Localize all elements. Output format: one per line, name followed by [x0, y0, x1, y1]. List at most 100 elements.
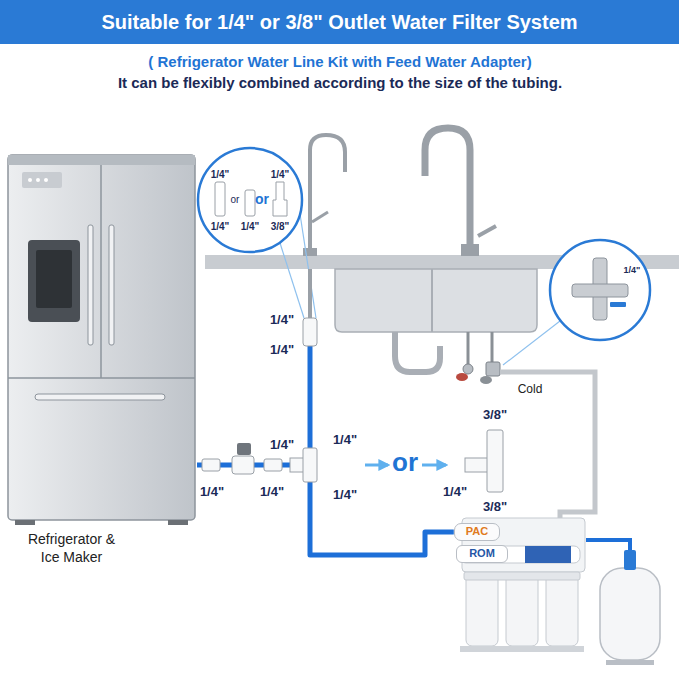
choice-arrow [422, 464, 446, 467]
reducing-fitting [273, 182, 287, 216]
refrigerator-node: Refrigerator & Ice Maker [5, 150, 197, 570]
dispenser-recess [36, 250, 72, 308]
or-word: or [255, 192, 269, 207]
leader-line [503, 321, 560, 365]
tee-fitting [290, 448, 317, 482]
kitchen-faucet [425, 128, 470, 256]
supply-hose [467, 332, 470, 364]
cartridge-label: PAC [466, 525, 488, 538]
tee-body [487, 430, 503, 492]
inset-circle [198, 148, 302, 252]
valve-handle [237, 443, 251, 455]
size-label: 3/8" [483, 408, 507, 422]
ball-valve-handle [610, 302, 626, 307]
filter-canister [466, 574, 498, 646]
size-label: 1/4" [211, 169, 230, 180]
reducing-tee [465, 430, 503, 492]
faucet-lever [312, 212, 328, 222]
supply-hose [491, 332, 494, 362]
size-label: 1/4" [271, 169, 290, 180]
tank-body [600, 568, 660, 660]
kitchen-faucet-handle [478, 226, 496, 236]
choice-arrow [365, 464, 388, 467]
ro-base [460, 646, 584, 652]
size-label: 1/4" [260, 485, 284, 499]
refrigerator [8, 155, 195, 525]
dispenser [28, 240, 80, 322]
sink-basin [335, 269, 537, 332]
canister-caps [464, 572, 580, 580]
door-handle [88, 225, 93, 345]
water-tube [197, 465, 454, 555]
drawer-split [8, 377, 195, 379]
size-label: 3/8" [483, 500, 507, 514]
size-label: 1/4" [443, 485, 467, 499]
fridge-foot [168, 520, 188, 525]
valve-handle [480, 376, 492, 384]
inset-circle [550, 240, 650, 340]
membrane-housing: ROM [456, 545, 508, 562]
size-label: 1/4" [211, 221, 230, 232]
size-label: 1/4" [270, 313, 294, 327]
size-label: 1/4" [270, 343, 294, 357]
size-label: 1/4" [270, 438, 294, 452]
faucet-shank [308, 269, 312, 318]
angle-valve [463, 364, 473, 374]
title-banner [0, 0, 679, 44]
filter-cartridge: PAC [454, 523, 500, 540]
panel-light [44, 178, 48, 182]
shutoff-valve [232, 456, 254, 474]
size-label: 1/4" [333, 488, 357, 502]
size-label: 1/4" [241, 221, 260, 232]
valve-label: Cold [518, 383, 543, 396]
subtitle: ( Refrigerator Water Line Kit with Feed … [148, 54, 531, 71]
blue-tube [308, 346, 313, 460]
control-panel [22, 172, 62, 188]
size-label: 1/4" [200, 485, 224, 499]
kitchen-faucet-base [461, 244, 479, 256]
subtitle: It can be flexibly combined according to… [118, 75, 562, 92]
fridge-foot [15, 520, 35, 525]
leader-line [300, 214, 316, 318]
or-word: or [392, 448, 418, 477]
tank-valve [624, 550, 636, 570]
faucet-tubing [303, 269, 317, 460]
leader-line [280, 243, 304, 318]
drain-trap [395, 332, 440, 372]
cartridge-label: ROM [469, 547, 495, 560]
panel-light [36, 178, 40, 182]
appliance-caption: Refrigerator & Ice Maker [19, 531, 124, 566]
door-split [100, 165, 102, 378]
refrigerator-body [8, 155, 195, 520]
housing-band [525, 546, 571, 563]
straight-fitting [245, 190, 255, 216]
faucet-inset [198, 148, 316, 318]
ro-faucet [310, 135, 345, 256]
adapter-inset [503, 240, 650, 365]
straight-fitting [215, 182, 225, 216]
feed-adapter [486, 362, 500, 376]
title-text: Suitable for 1/4" or 3/8" Outlet Water F… [0, 0, 679, 44]
union-fitting [202, 459, 220, 471]
size-label: 3/8" [271, 221, 290, 232]
adapter-port [572, 284, 628, 297]
tee-body [303, 448, 317, 482]
union-fitting [264, 459, 282, 471]
drawer-handle [35, 394, 165, 400]
or-word: or [231, 194, 240, 205]
basin-divider [431, 269, 433, 332]
tank-tube [586, 540, 630, 550]
feed-line [500, 372, 595, 520]
faucet-connector [303, 318, 317, 346]
filter-canister [506, 574, 538, 646]
refrigerator-top [8, 155, 195, 165]
size-label: 1/4" [624, 266, 641, 276]
connector-group [197, 465, 454, 555]
panel-light [28, 178, 32, 182]
size-label: 1/4" [333, 433, 357, 447]
door-handle [109, 225, 114, 345]
valve-handle [456, 373, 468, 381]
filter-canister [546, 574, 578, 646]
tank-stand [606, 660, 654, 665]
